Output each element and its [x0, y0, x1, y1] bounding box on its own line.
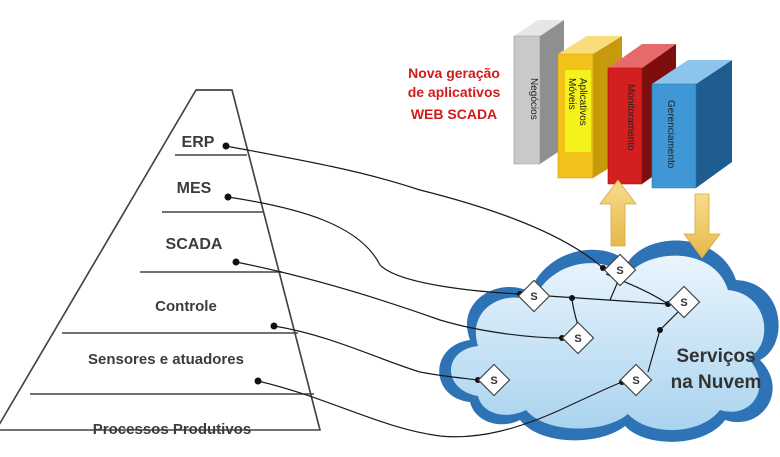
app-box-negocios: Negócios: [513, 20, 564, 165]
service-node: S: [619, 363, 653, 397]
app-box-gerenciamento: Gerenciamento: [651, 60, 732, 189]
web-scada-title: Nova geração de aplicativos WEB SCADA: [408, 65, 501, 122]
svg-text:S: S: [632, 375, 639, 387]
pyramid-outline: [0, 89, 321, 431]
level-controle: Controle: [155, 298, 217, 315]
connection-mes: [227, 196, 521, 295]
cloud-label-line-2: na Nuvem: [671, 372, 762, 393]
node-erp: [222, 142, 230, 150]
svg-text:S: S: [530, 291, 537, 303]
service-node: S: [477, 363, 511, 397]
arrow-down: [683, 193, 721, 259]
level-processos: Processos Produtivos: [93, 421, 251, 438]
arrow-up: [599, 179, 637, 247]
level-scada: SCADA: [166, 236, 223, 253]
node-controle: [270, 322, 278, 330]
node-mes: [224, 193, 232, 201]
app-label-monitoramento: Monitoramento: [625, 84, 636, 151]
title-line-2: de aplicativos: [408, 84, 501, 100]
node-sensores: [254, 377, 262, 385]
level-sensores: Sensores e atuadores: [88, 351, 244, 368]
service-node: S: [667, 285, 701, 319]
title-line-1: Nova geração: [408, 65, 500, 81]
service-node: S: [517, 279, 551, 313]
app-boxes: Negócios Aplicativos Móveis Monitorament…: [513, 20, 732, 189]
level-erp: ERP: [182, 134, 215, 151]
svg-text:S: S: [490, 375, 497, 387]
node-scada: [232, 258, 240, 266]
svg-text:S: S: [616, 265, 623, 277]
svg-text:S: S: [680, 297, 687, 309]
cloud-body: [451, 255, 765, 431]
app-label-negocios: Negócios: [528, 78, 539, 120]
connection-sensores: [257, 380, 623, 438]
app-label-gerenciamento: Gerenciamento: [665, 100, 676, 169]
app-label-aplicativos: Aplicativos: [577, 78, 588, 126]
level-mes: MES: [177, 180, 212, 197]
net-link: [547, 295, 669, 305]
automation-pyramid: ERP MES SCADA Controle Sensores e atuado…: [0, 89, 321, 438]
connection-erp: [225, 145, 604, 269]
service-node: S: [603, 253, 637, 287]
service-node: S: [561, 321, 595, 355]
connection-scada: [235, 261, 563, 339]
title-line-3: WEB SCADA: [411, 106, 497, 122]
cloud-label-line-1: Serviços: [676, 346, 755, 367]
service-nodes: S S S S S S: [477, 253, 701, 397]
connection-controle: [273, 325, 479, 381]
svg-text:S: S: [574, 333, 581, 345]
app-label-moveis: Móveis: [566, 78, 577, 110]
